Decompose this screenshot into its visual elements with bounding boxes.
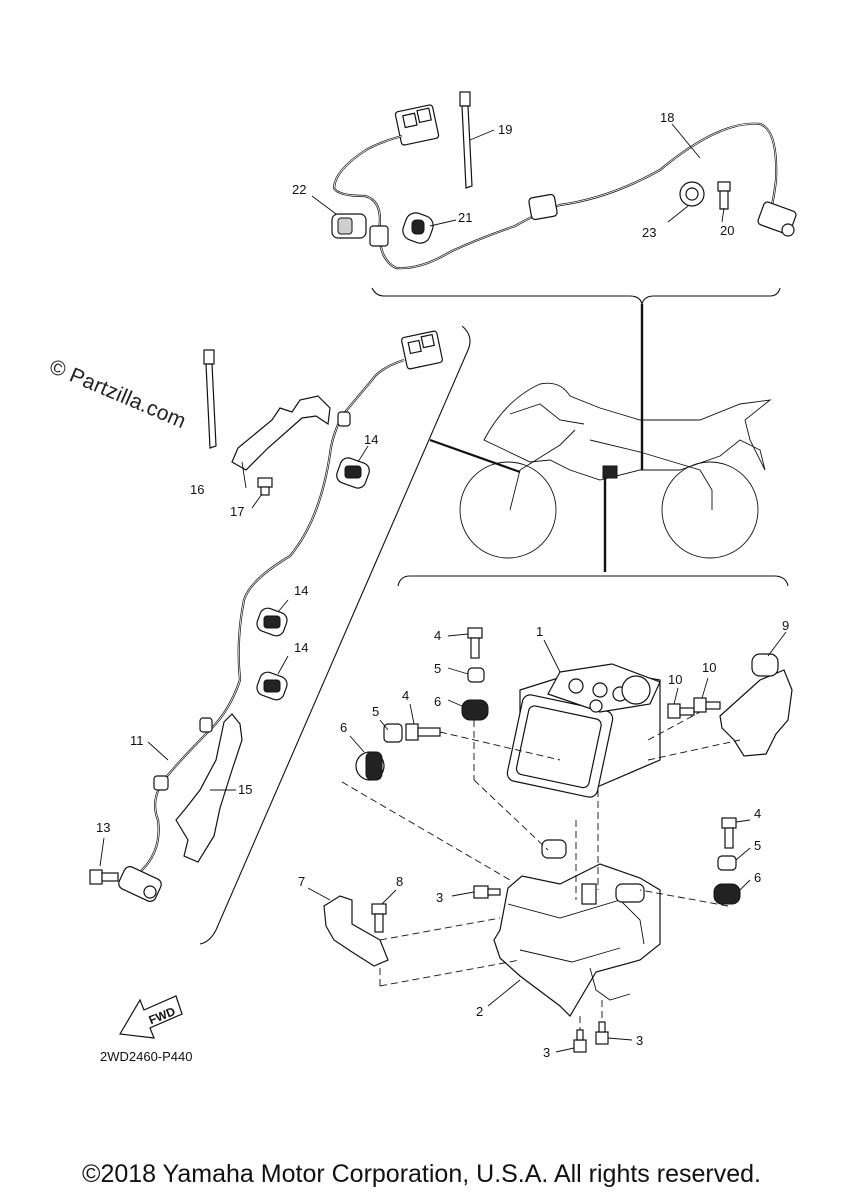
bolt-4-right (721, 817, 737, 849)
motorcycle-outline (429, 382, 772, 572)
diagram-code: 2WD2460-P440 (100, 1049, 193, 1064)
callout-4: 4 (402, 688, 409, 703)
callout-numbers: 1 2 3 3 3 4 4 4 5 5 5 6 6 6 7 8 9 10 10 … (96, 110, 789, 1060)
callout-6: 6 (434, 694, 441, 709)
callout-13: 13 (96, 820, 110, 835)
callout-3: 3 (636, 1033, 643, 1048)
bolt-4-left (405, 723, 441, 741)
bolt-4-top (467, 627, 483, 659)
cable-tie-19 (459, 91, 473, 189)
callout-23: 23 (642, 225, 656, 240)
front-sensor-group (89, 325, 471, 945)
callout-10: 10 (668, 672, 682, 687)
bolt-3-bottom-left (573, 1029, 587, 1053)
callout-16: 16 (190, 482, 204, 497)
bolt-10-left (667, 703, 695, 719)
callout-11: 11 (130, 733, 144, 748)
bolt-10-right (693, 697, 721, 713)
front-wheel-sensor (118, 866, 162, 902)
collar-5-top (467, 667, 485, 683)
collar-5-right (717, 855, 737, 871)
clamp-21 (402, 212, 434, 244)
front-cable-tie (203, 349, 217, 449)
clamp-14-upper (336, 457, 370, 489)
callout-20: 20 (720, 223, 734, 238)
abs-bracket-2 (493, 839, 661, 1017)
callout-2: 2 (476, 1004, 483, 1019)
callout-22: 22 (292, 182, 306, 197)
callout-18: 18 (660, 110, 674, 125)
callout-8: 8 (396, 874, 403, 889)
callout-4: 4 (434, 628, 441, 643)
bolt-8 (371, 903, 387, 933)
copyright-notice: ©2018 Yamaha Motor Corporation, U.S.A. A… (82, 1160, 761, 1188)
bracket-7 (323, 895, 389, 967)
callout-5: 5 (754, 838, 761, 853)
collar-5-left (383, 723, 403, 743)
bolt-17 (257, 477, 273, 496)
bolt-13 (89, 869, 119, 885)
callout-3: 3 (436, 890, 443, 905)
clamp-23 (679, 181, 705, 207)
callout-21: 21 (458, 210, 472, 225)
clamp-14-middle (256, 607, 288, 637)
fwd-arrow-icon: FWD (119, 995, 183, 1039)
callout-5: 5 (434, 661, 441, 676)
rear-sensor-cable (332, 122, 778, 270)
rear-sensor-group (311, 91, 797, 470)
grommet-6-right (713, 883, 741, 905)
clamp-22 (331, 213, 367, 239)
callout-4: 4 (754, 806, 761, 821)
callout-14: 14 (294, 583, 308, 598)
hydraulic-unit-1 (506, 663, 661, 798)
callout-10: 10 (702, 660, 716, 675)
callout-15: 15 (238, 782, 252, 797)
callout-19: 19 (498, 122, 512, 137)
bracket-16 (231, 395, 331, 471)
callout-14: 14 (364, 432, 378, 447)
bracket-9 (719, 653, 793, 757)
bracket-15 (175, 713, 243, 863)
callout-7: 7 (298, 874, 305, 889)
abs-unit-group (307, 575, 793, 1053)
callout-1: 1 (536, 624, 543, 639)
callout-9: 9 (782, 618, 789, 633)
bolt-3-left (473, 885, 501, 899)
grommet-6-top (461, 699, 489, 721)
callout-5: 5 (372, 704, 379, 719)
bolt-20 (717, 181, 731, 210)
callout-6: 6 (340, 720, 347, 735)
rear-harness-connector (394, 104, 440, 146)
callout-3: 3 (543, 1045, 550, 1060)
clamp-14-lower (256, 671, 288, 701)
callout-17: 17 (230, 504, 244, 519)
callout-6: 6 (754, 870, 761, 885)
grommet-6-left (355, 751, 385, 781)
callout-14: 14 (294, 640, 308, 655)
front-harness-connector (401, 330, 443, 370)
bolt-3-bottom-right (595, 1021, 609, 1045)
rear-wheel-sensor (757, 201, 797, 237)
